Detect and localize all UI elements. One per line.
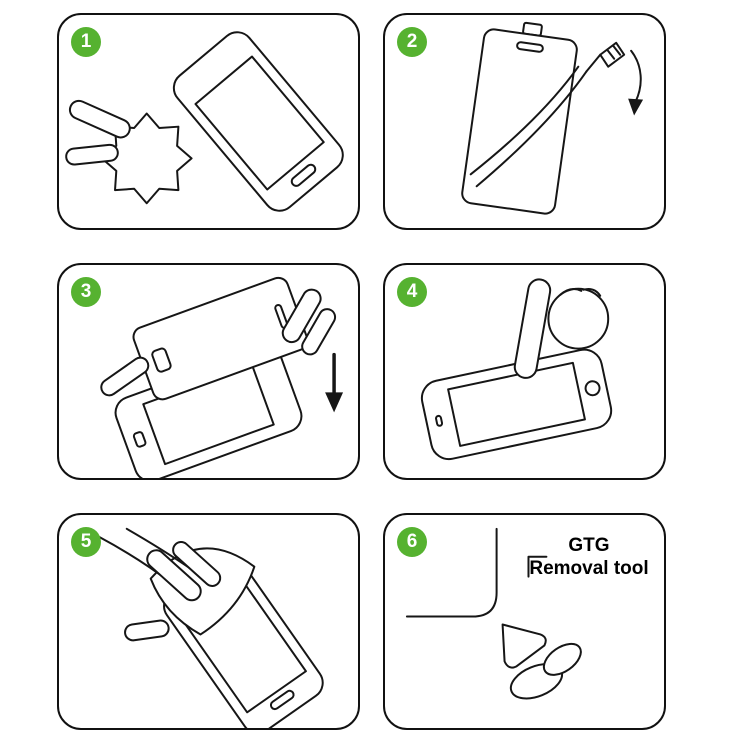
smooth-film-onto-screen-icon	[97, 527, 324, 728]
peeling-film	[469, 41, 626, 188]
removal-tool-at-corner-icon	[405, 527, 582, 700]
removal-tool-label: GTG Removal tool	[514, 535, 664, 581]
hand	[513, 278, 610, 379]
phone-outline	[114, 346, 303, 478]
label-pointer-line	[527, 555, 548, 578]
hand	[97, 527, 222, 642]
press-screen-with-finger-icon	[420, 278, 613, 461]
screen-corner	[405, 527, 498, 618]
step-panel-6: 6 GTG Removal tool	[383, 513, 666, 730]
wipe-screen-with-cloth-icon	[65, 31, 344, 212]
hands	[100, 288, 337, 397]
removal-tool-label-line2: Removal tool	[529, 557, 649, 579]
hand	[509, 642, 582, 700]
phone-outline	[420, 348, 613, 461]
screen-protector	[461, 21, 578, 215]
step-panel-4: 4	[383, 263, 666, 480]
step-number-badge: 1	[71, 27, 101, 57]
hand	[65, 99, 131, 166]
align-and-place-protector-icon	[100, 276, 344, 478]
down-arrow	[325, 352, 344, 413]
removal-tool	[501, 623, 547, 669]
step-panel-3: 3	[57, 263, 360, 480]
step-number-badge: 6	[397, 527, 427, 557]
peel-protective-film-icon	[461, 21, 644, 215]
step-number-badge: 3	[71, 277, 101, 307]
step-number-badge: 5	[71, 527, 101, 557]
step-number-badge: 2	[397, 27, 427, 57]
step-panel-5: 5	[57, 513, 360, 730]
step-panel-1: 1	[57, 13, 360, 230]
phone-outline	[172, 31, 344, 212]
removal-tool-label-line1: GTG	[568, 535, 610, 556]
step-panel-2: 2	[383, 13, 666, 230]
curved-down-arrow	[628, 49, 644, 116]
step-number-badge: 4	[397, 277, 427, 307]
